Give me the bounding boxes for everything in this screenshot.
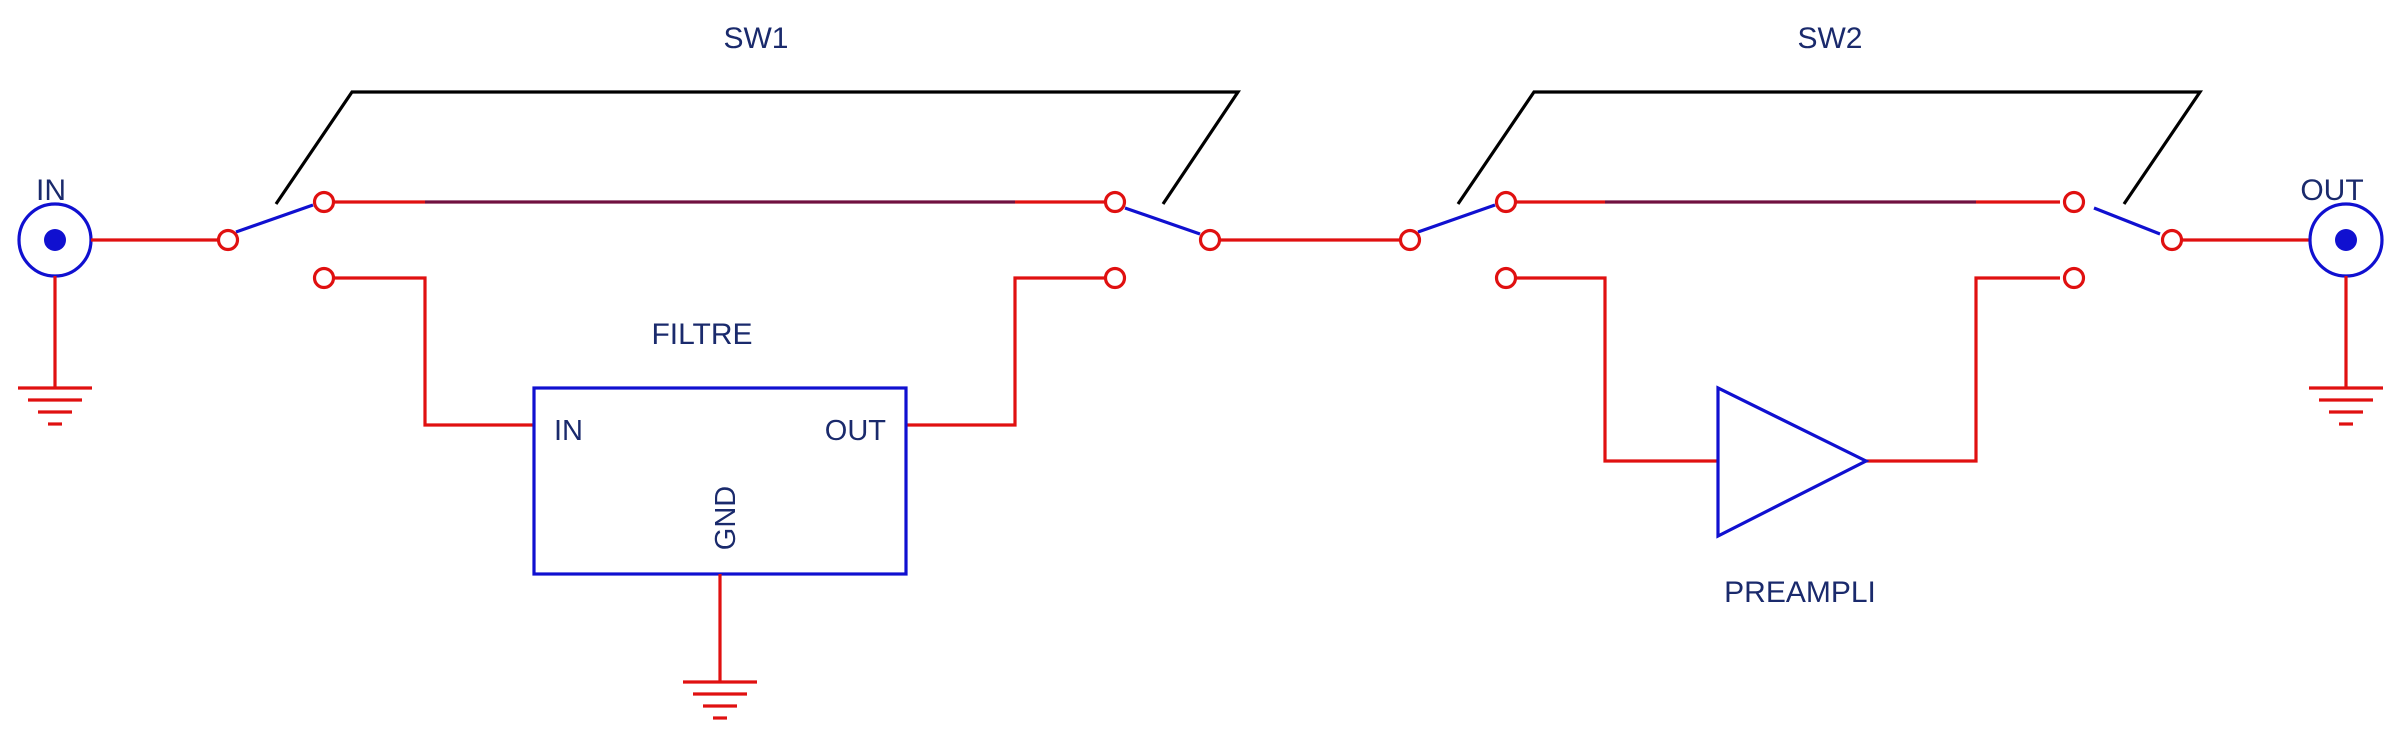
sw2-left-blade bbox=[1417, 203, 1496, 234]
filter-output-wire bbox=[906, 276, 1105, 427]
sw2-left-top-contact bbox=[1494, 190, 1518, 214]
sw1-right-top-contact bbox=[1103, 190, 1127, 214]
sw1-left-top-contact bbox=[312, 190, 336, 214]
filter-input-wire bbox=[334, 276, 534, 427]
sw1-common-out-contact bbox=[1198, 228, 1222, 252]
preamp-name: PREAMPLI bbox=[1724, 576, 1876, 609]
filter-ground-symbol bbox=[683, 680, 757, 720]
sw2-common-in-contact bbox=[1398, 228, 1422, 252]
sw1-right-blade bbox=[1124, 206, 1201, 236]
sw1-label: SW1 bbox=[723, 22, 788, 55]
input-ground-symbol bbox=[18, 386, 92, 426]
sw2-left-bottom-contact bbox=[1494, 266, 1518, 290]
sw2-right-blade bbox=[2093, 206, 2161, 236]
sw2-common-out-contact bbox=[2160, 228, 2184, 252]
preamp-output-wire bbox=[1866, 276, 2060, 463]
sw1-right-bottom-contact bbox=[1103, 266, 1127, 290]
filter-pin-out: OUT bbox=[825, 415, 887, 447]
output-connector: OUT bbox=[2300, 174, 2384, 278]
sw2-right-bottom-contact bbox=[2062, 266, 2086, 290]
sw1-mechanical-link bbox=[274, 90, 1241, 205]
sw2-right-top-contact bbox=[2062, 190, 2086, 214]
filter-name: FILTRE bbox=[651, 318, 752, 351]
output-connector-label: OUT bbox=[2300, 174, 2363, 207]
filter-pin-in: IN bbox=[554, 415, 583, 447]
sw2-label: SW2 bbox=[1797, 22, 1862, 55]
output-ground-symbol bbox=[2309, 386, 2383, 426]
sw1-common-in-contact bbox=[216, 228, 240, 252]
input-connector: IN bbox=[17, 174, 93, 278]
output-connector-pin bbox=[2335, 229, 2357, 251]
sw1-left-bottom-contact bbox=[312, 266, 336, 290]
preamp-input-wire bbox=[1516, 276, 1718, 463]
preamp-triangle bbox=[1716, 385, 1870, 539]
filter-pin-gnd: GND bbox=[710, 486, 742, 550]
input-connector-pin bbox=[44, 229, 66, 251]
sw1-left-blade bbox=[235, 203, 314, 234]
input-connector-label: IN bbox=[36, 174, 66, 207]
sw2-mechanical-link bbox=[1456, 90, 2204, 205]
